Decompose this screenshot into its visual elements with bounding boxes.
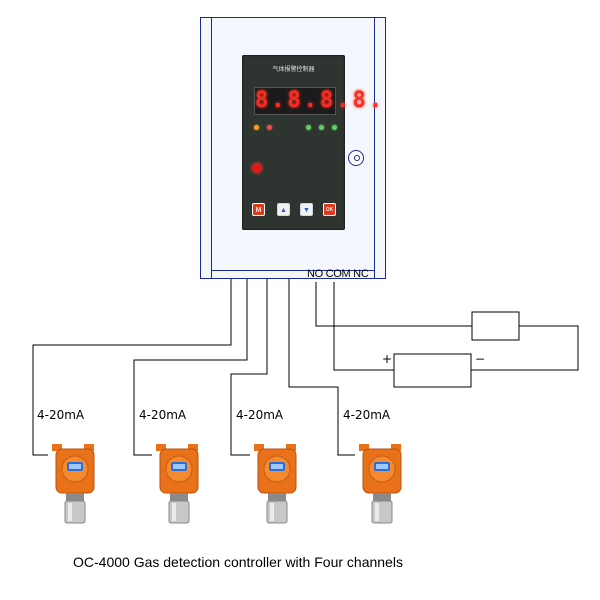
cabinet-lock-icon[interactable] (348, 150, 364, 166)
detector-cable-gland (254, 444, 264, 451)
cabinet-hinge-line-right (374, 18, 375, 278)
channel-4-signal-label: 4-20mA (343, 408, 391, 422)
detector-sensor-neck (66, 493, 84, 501)
channel-1-wire (32, 279, 232, 456)
cabinet-hinge-line-left (211, 18, 212, 278)
detector-sensor-highlight (375, 503, 379, 521)
alarm-lamp-icon (252, 163, 262, 173)
relay-terminal-labels: NO COM NC (307, 268, 369, 280)
relay-wires (315, 282, 579, 388)
relay-no-wire (315, 282, 472, 327)
caption-text: OC-4000 Gas detection controller with Fo… (73, 554, 403, 570)
detector-sensor-highlight (172, 503, 176, 521)
channel-1-signal-label: 4-20mA (37, 408, 85, 422)
detector-side-port (391, 444, 401, 451)
detector-sensor-highlight (270, 503, 274, 521)
power-negative-sign: − (475, 352, 486, 366)
indicator-led-5 (332, 125, 337, 130)
detector-sensor-neck (170, 493, 188, 501)
indicator-led-4 (319, 125, 324, 130)
ok-key[interactable]: OK (323, 203, 336, 216)
menu-key[interactable]: M (252, 203, 265, 216)
detector-lcd (69, 464, 81, 469)
detector-side-port (188, 444, 198, 451)
detector-cable-gland (52, 444, 62, 451)
up-key[interactable]: ▲ (277, 203, 290, 216)
down-key[interactable]: ▼ (300, 203, 313, 216)
channel-3-wire (230, 279, 268, 456)
detector-lcd (173, 464, 185, 469)
controller-front-panel: 气体报警控制器 8.8.8.8. M ▲ ▼ OK (242, 55, 385, 230)
detector-cable-gland (156, 444, 166, 451)
signal-wires (32, 279, 355, 456)
detector-side-port (84, 444, 94, 451)
detector-cable-gland (359, 444, 369, 451)
detector-lcd (271, 464, 283, 469)
detector-sensor-neck (373, 493, 391, 501)
gas-detector-1 (52, 444, 95, 524)
channel-3-signal-label: 4-20mA (236, 408, 284, 422)
power-positive-sign: + (382, 352, 393, 366)
segment-display: 8.8.8.8. (254, 87, 385, 115)
detector-sensor-highlight (68, 503, 72, 521)
cabinet-bottom-edge (211, 270, 374, 271)
gas-detector-3 (254, 444, 297, 524)
indicator-led-1 (254, 125, 259, 130)
power-supply-box (393, 353, 472, 388)
indicator-led-2 (267, 125, 272, 130)
channel-2-wire (133, 279, 248, 456)
indicator-led-3 (306, 125, 311, 130)
gas-detector-2 (156, 444, 199, 524)
load-loop-wire (471, 325, 579, 371)
display-digits: 8.8.8.8. (255, 88, 385, 113)
relay-load-box (471, 311, 520, 341)
detector-side-port (286, 444, 296, 451)
panel-title: 气体报警控制器 (272, 66, 315, 73)
channel-4-wire (288, 279, 355, 456)
detectors (52, 444, 402, 524)
detector-sensor-neck (268, 493, 286, 501)
detector-lcd (376, 464, 388, 469)
relay-com-wire (333, 282, 394, 371)
channel-2-signal-label: 4-20mA (139, 408, 187, 422)
gas-detector-4 (359, 444, 402, 524)
